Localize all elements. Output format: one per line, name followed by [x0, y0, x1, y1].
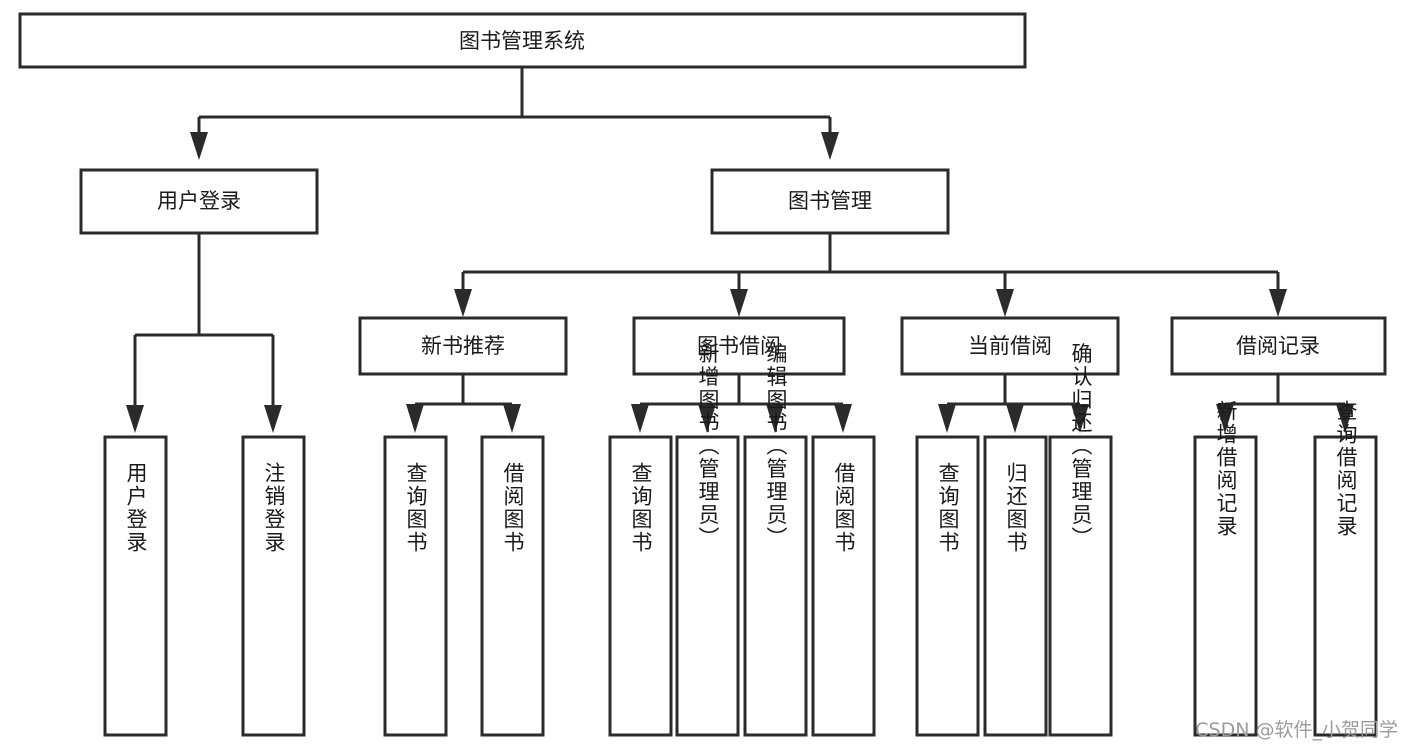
arrowhead-leaf-user-logout	[264, 405, 282, 433]
node-current-borrow[interactable]: 当前借阅	[900, 316, 1120, 376]
connector-group-new-book-rec	[406, 374, 521, 433]
arrowhead-leaf-rec-query	[406, 404, 424, 433]
leaf-cur-confirm-box[interactable]	[1048, 435, 1113, 737]
leaf-cur-confirm[interactable]: 确认归还（管理员）	[1048, 343, 1113, 737]
arrowhead-borrow-record	[1269, 289, 1287, 317]
leaf-rec-borrow-box[interactable]	[480, 435, 545, 737]
arrowhead-book-borrow	[730, 289, 748, 317]
leaf-rec-add-label: 新增借阅记录	[1214, 400, 1238, 538]
leaf-cur-return-label: 归还图书	[1004, 462, 1028, 554]
node-book-borrow-box[interactable]	[632, 316, 846, 376]
arrowhead-leaf-rec-borrow	[503, 404, 521, 433]
node-book-manage[interactable]: 图书管理	[710, 168, 950, 235]
leaf-borrow-query[interactable]: 查询图书	[608, 435, 673, 737]
node-book-borrow-label: 图书借阅	[697, 334, 781, 358]
arrowhead-leaf-borrow-add	[698, 404, 716, 433]
leaf-cur-query-box[interactable]	[915, 435, 980, 737]
leaf-cur-query-label: 查询图书	[936, 462, 960, 554]
node-book-manage-label: 图书管理	[788, 189, 872, 213]
arrowhead-user-login	[190, 132, 208, 160]
connector-group-book-borrow	[631, 374, 852, 433]
arrowhead-leaf-borrow-do	[834, 404, 852, 433]
node-root[interactable]: 图书管理系统	[18, 12, 1027, 69]
leaf-cur-return-box[interactable]	[983, 435, 1048, 737]
connector-group-user-login	[126, 233, 282, 433]
node-root-label: 图书管理系统	[459, 29, 585, 53]
node-user-login-box[interactable]	[79, 168, 319, 235]
leaf-borrow-do-box[interactable]	[811, 435, 876, 737]
leaf-rec-borrow-label: 借阅图书	[501, 462, 525, 554]
node-user-login[interactable]: 用户登录	[79, 168, 319, 235]
leaf-rec-borrow[interactable]: 借阅图书	[480, 435, 545, 737]
node-book-manage-box[interactable]	[710, 168, 950, 235]
leaf-rec-query-label: 查询图书	[404, 462, 428, 554]
leaf-user-logout-label: 注销登录	[262, 462, 286, 554]
leaf-user-login-label: 用户登录	[124, 462, 148, 554]
node-user-login-label: 用户登录	[157, 189, 241, 213]
arrowhead-leaf-rec-add	[1216, 404, 1234, 433]
leaf-borrow-query-box[interactable]	[608, 435, 673, 737]
arrowhead-leaf-cur-return	[1006, 404, 1024, 433]
node-new-book-rec[interactable]: 新书推荐	[358, 316, 568, 376]
arrowhead-leaf-cur-query	[938, 404, 956, 433]
leaf-rec-query2-label: 查询借阅记录	[1334, 400, 1358, 538]
leaf-borrow-add-box[interactable]	[675, 435, 740, 737]
connector-group-book-manage	[454, 233, 1287, 317]
leaf-user-login[interactable]: 用户登录	[103, 435, 168, 737]
node-current-borrow-label: 当前借阅	[968, 334, 1052, 358]
leaf-user-logout-box[interactable]	[241, 435, 306, 737]
leaf-borrow-do[interactable]: 借阅图书	[811, 435, 876, 737]
leaf-cur-confirm-label: 确认归还（管理员）	[1069, 343, 1093, 550]
leaf-rec-query2-box[interactable]	[1313, 435, 1378, 737]
arrowhead-book-manage	[821, 132, 839, 160]
arrowhead-current-borrow	[996, 289, 1014, 317]
arrowhead-leaf-cur-confirm	[1071, 404, 1089, 433]
csdn-watermark: CSDN @软件_小贺同学	[1195, 719, 1398, 741]
leaf-rec-add-box[interactable]	[1193, 435, 1258, 737]
node-current-borrow-box[interactable]	[900, 316, 1120, 376]
leaf-borrow-add[interactable]: 新增图书（管理员）	[675, 343, 740, 737]
leaf-cur-return[interactable]: 归还图书	[983, 435, 1048, 737]
leaf-borrow-edit[interactable]: 编辑图书（管理员）	[743, 343, 808, 737]
node-book-borrow[interactable]: 图书借阅	[632, 316, 846, 376]
arrowhead-leaf-rec-query2	[1336, 404, 1354, 433]
connector-group-borrow-record	[1216, 374, 1354, 433]
leaf-rec-query[interactable]: 查询图书	[383, 435, 448, 737]
leaf-borrow-edit-label: 编辑图书（管理员）	[764, 343, 788, 550]
leaf-rec-add[interactable]: 新增借阅记录	[1193, 400, 1258, 737]
arrowhead-leaf-user-login	[126, 405, 144, 433]
node-borrow-record[interactable]: 借阅记录	[1170, 316, 1387, 376]
leaf-user-login-box[interactable]	[103, 435, 168, 737]
arrowhead-new-book-rec	[454, 289, 472, 317]
leaf-borrow-add-label: 新增图书（管理员）	[696, 343, 720, 550]
leaf-user-logout[interactable]: 注销登录	[241, 435, 306, 737]
node-borrow-record-label: 借阅记录	[1236, 334, 1320, 358]
connector-group-root	[190, 67, 839, 160]
node-new-book-rec-label: 新书推荐	[421, 334, 505, 358]
node-root-box[interactable]	[18, 12, 1027, 69]
connector-group-current-borrow	[938, 374, 1089, 433]
arrowhead-leaf-borrow-query	[631, 404, 649, 433]
leaf-borrow-do-label: 借阅图书	[832, 462, 856, 554]
leaf-cur-query[interactable]: 查询图书	[915, 435, 980, 737]
leaf-rec-query-box[interactable]	[383, 435, 448, 737]
leaf-borrow-query-label: 查询图书	[629, 462, 653, 554]
node-new-book-rec-box[interactable]	[358, 316, 568, 376]
leaf-borrow-edit-box[interactable]	[743, 435, 808, 737]
arrowhead-leaf-borrow-edit	[766, 404, 784, 433]
leaf-rec-query2[interactable]: 查询借阅记录	[1313, 400, 1378, 737]
node-borrow-record-box[interactable]	[1170, 316, 1387, 376]
